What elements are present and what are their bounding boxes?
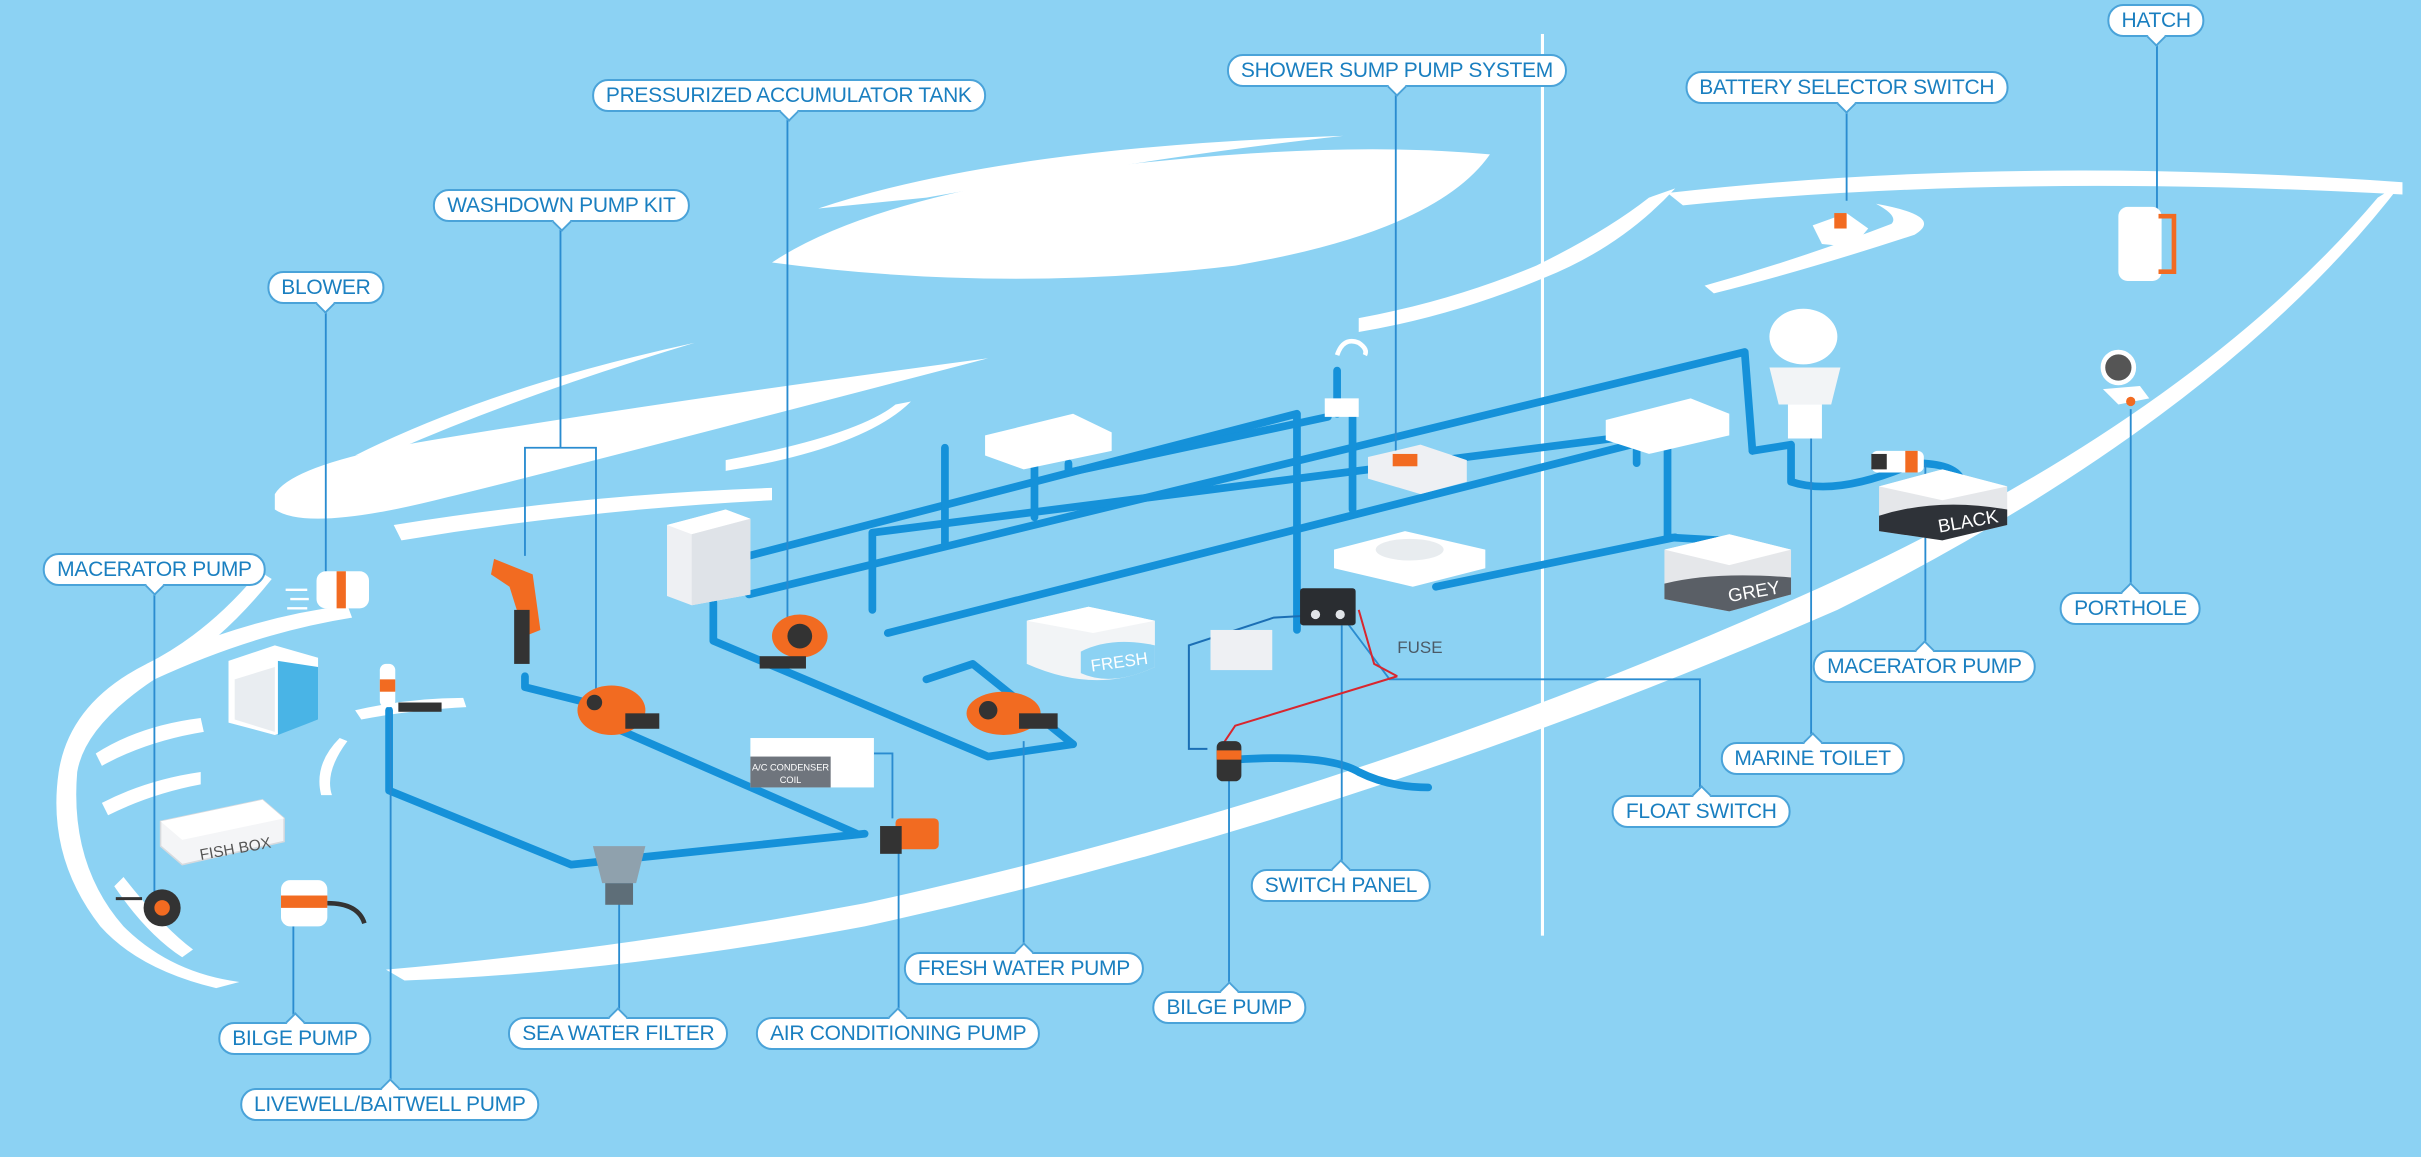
label-sea-water-filter: SEA WATER FILTER [508,1017,729,1050]
shower-head-icon [1324,338,1368,417]
label-switch-panel: SWITCH PANEL [1250,869,1432,903]
label-fresh-water-pump: FRESH WATER PUMP [903,951,1144,985]
fuse-label: FUSE [1397,638,1442,657]
label-macerator-right: MACERATOR PUMP [1813,650,2036,684]
livewell-tank [228,645,319,735]
black-tank: BLACK [1879,469,2008,541]
accumulator-pump-icon [759,614,828,669]
label-bilge-pump-left: BILGE PUMP [218,1021,372,1055]
leader-lines [153,33,2158,1091]
macerator-pump-left-icon [115,889,181,927]
battery-box [1210,629,1273,671]
fish-box: FISH BOX [159,798,285,866]
label-float-switch: FLOAT SWITCH [1611,794,1791,828]
ac-pump-icon [880,818,939,854]
hatch-icon [2118,206,2177,282]
label-shower-sump: SHOWER SUMP PUMP SYSTEM [1226,53,1567,87]
label-hatch: HATCH [2107,4,2205,38]
washdown-nozzle-icon [490,558,541,664]
fresh-water-pump-icon [966,691,1058,735]
fresh-tank: FRESH [1026,606,1155,681]
switch-panel-icon [1300,588,1356,626]
ac-condenser-coil: A/C CONDENSER COIL [750,738,874,788]
sinks [985,398,1730,587]
macerator-pump-right-icon [1871,450,1924,473]
bilge-pump-right-icon [1216,741,1242,782]
label-accumulator: PRESSURIZED ACCUMULATOR TANK [591,78,986,112]
label-air-conditioning: AIR CONDITIONING PUMP [756,1017,1041,1050]
porthole-icon [2100,349,2150,407]
grey-tank: GREY [1664,534,1792,612]
label-battery-selector: BATTERY SELECTOR SWITCH [1685,71,2009,105]
label-livewell: LIVEWELL/BAITWELL PUMP [239,1088,540,1122]
shower-sump-box-icon [1367,444,1467,495]
accumulator-tank-box [667,509,751,606]
label-marine-toilet: MARINE TOILET [1720,741,1905,775]
ac-coil-label-1: A/C CONDENSER [752,762,829,772]
bilge-pump-left-icon [281,880,367,927]
ac-coil-label-2: COIL [780,775,802,785]
toilet-icon [1769,308,1841,439]
label-bilge-pump-right: BILGE PUMP [1152,990,1306,1024]
hull-outline [56,135,2403,989]
label-washdown: WASHDOWN PUMP KIT [433,189,690,223]
washdown-pump-icon [577,685,660,735]
livewell-pump-icon [379,663,442,712]
label-blower: BLOWER [267,271,385,305]
blower-icon [285,571,370,610]
battery-selector-icon [1812,213,1869,248]
label-porthole: PORTHOLE [2060,592,2201,626]
sea-water-filter-icon [592,846,646,905]
label-macerator-left: MACERATOR PUMP [43,552,266,586]
divider-line [1540,33,1544,936]
